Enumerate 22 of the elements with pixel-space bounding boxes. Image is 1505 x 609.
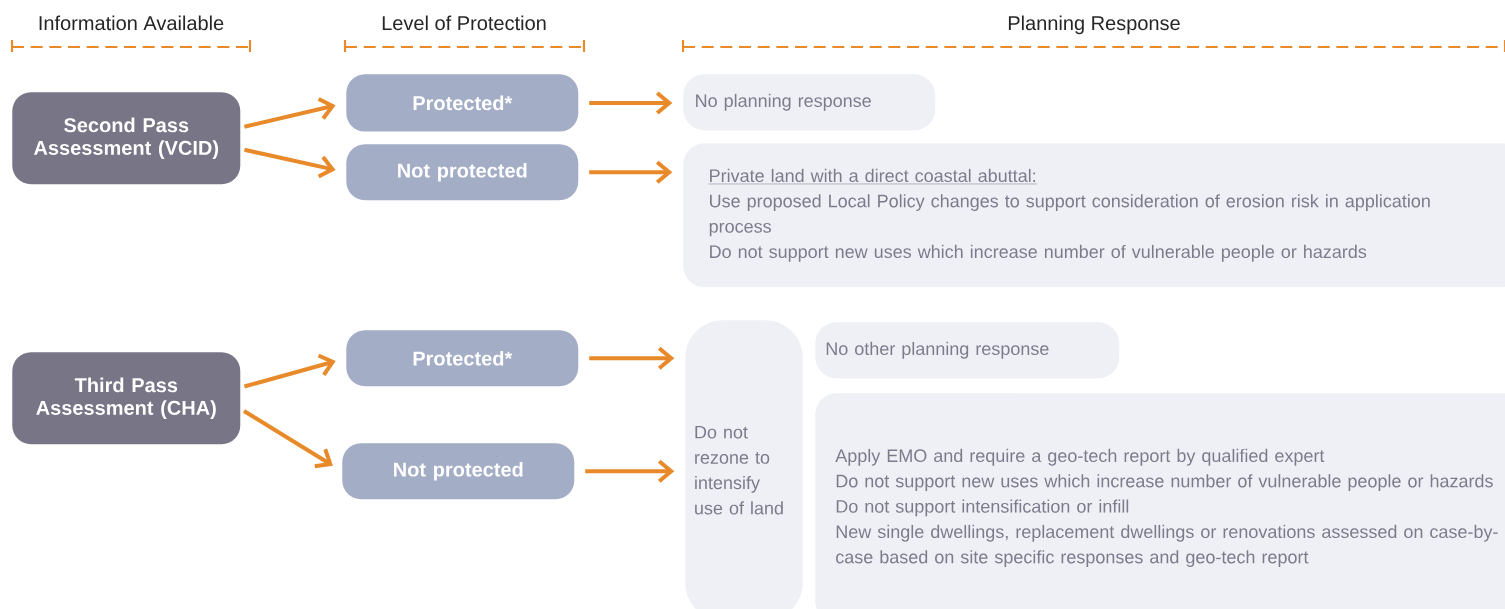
arrow bbox=[585, 459, 675, 483]
response-box: Apply EMO and require a geo-tech report by qualified expert Do not support new uses which increase number of vulnerable people or hazards Do not support intensification or infill New single dwellings, replacement dwellings or renovations assessed on case-by-case based on site specific responses and geo-tech report bbox=[815, 393, 1505, 609]
protection-box: Protected* bbox=[346, 330, 579, 387]
response-box: No other planning response bbox=[815, 322, 1120, 379]
arrow bbox=[243, 353, 336, 389]
column-heading: Planning Response bbox=[1008, 15, 1180, 35]
column-heading: Information Available bbox=[39, 15, 224, 31]
protection-box: Not protected bbox=[346, 144, 579, 201]
arrow bbox=[589, 160, 673, 184]
response-band: Do not rezone to intensify use of land bbox=[685, 320, 803, 609]
assessment-box: Second Pass Assessment (VCID) bbox=[12, 92, 241, 185]
assessment-box: Third Pass Assessment (CHA) bbox=[12, 352, 241, 445]
protection-box: Protected* bbox=[346, 74, 579, 132]
arrow bbox=[244, 147, 336, 179]
column-heading: Level of Protection bbox=[382, 15, 546, 31]
protection-box: Not protected bbox=[342, 443, 575, 500]
arrow bbox=[244, 97, 336, 129]
arrow bbox=[242, 409, 333, 469]
response-box: Private land with a direct coastal abuttal: Use proposed Local Policy changes to support consideration of erosion risk in application process Do not support new uses which increase number of vulnerable people or hazards bbox=[683, 143, 1505, 288]
response-box: No planning response bbox=[683, 74, 936, 131]
arrow bbox=[589, 346, 675, 370]
arrow bbox=[589, 91, 673, 115]
